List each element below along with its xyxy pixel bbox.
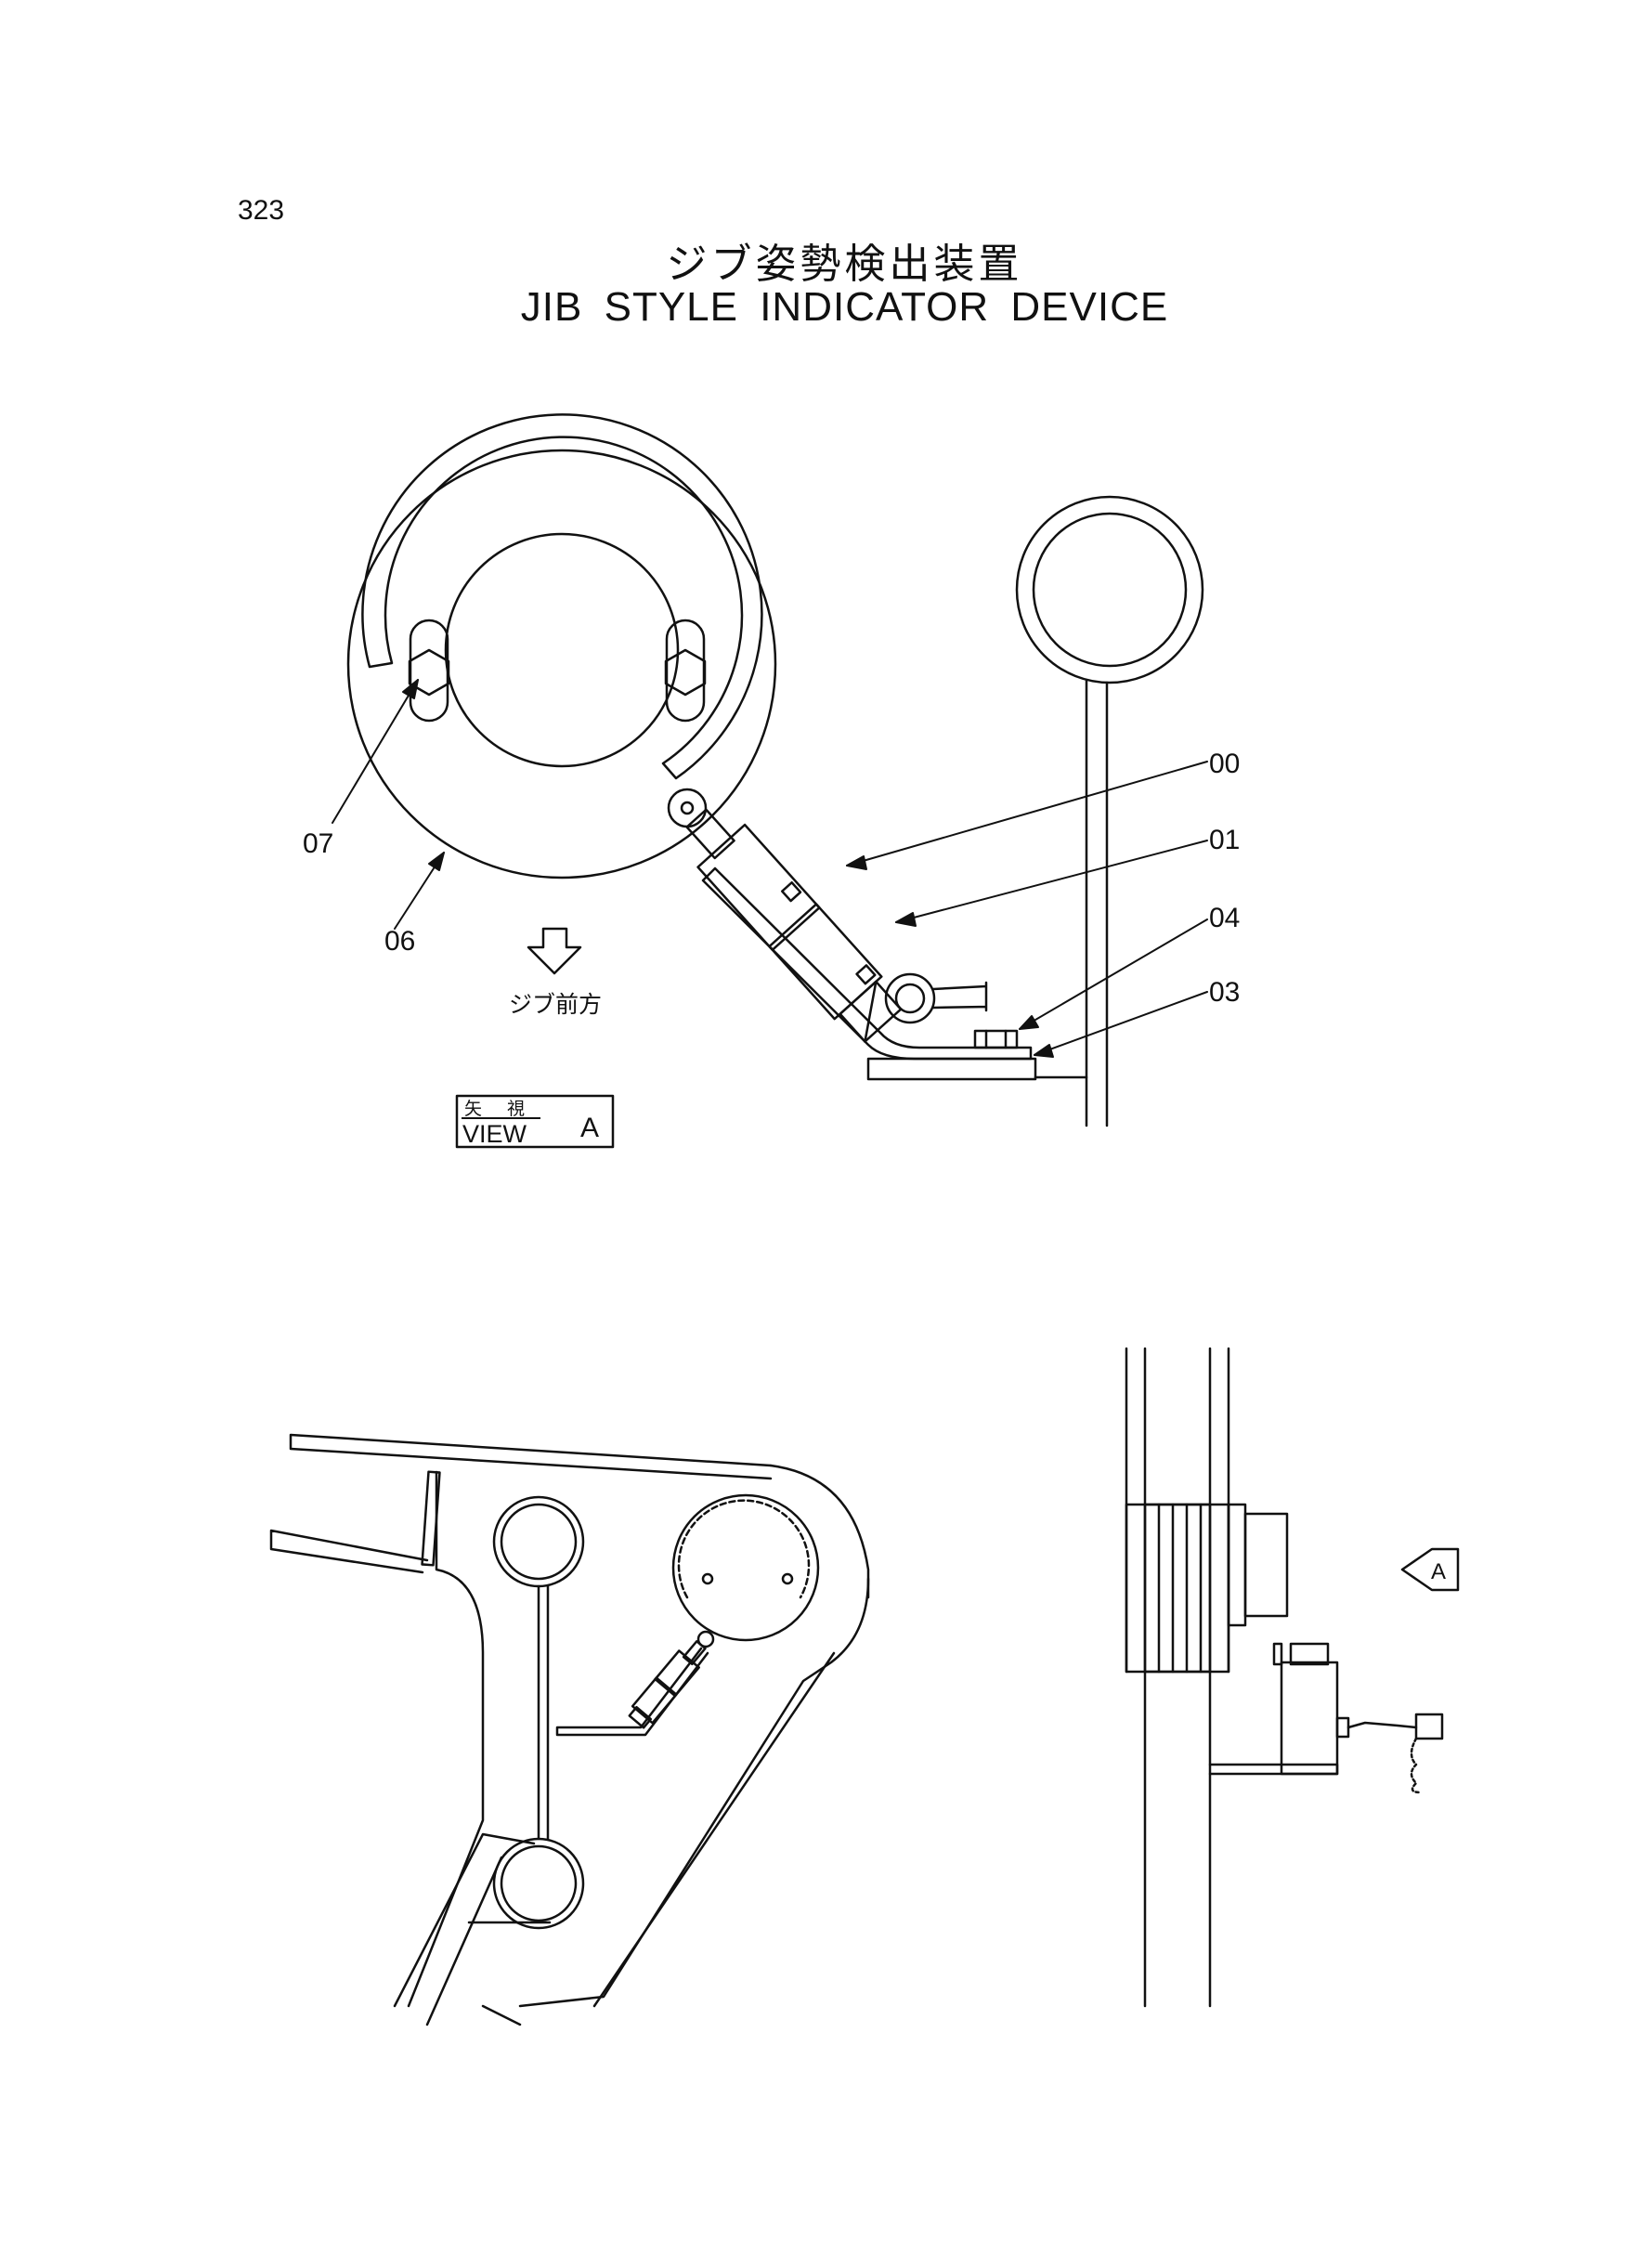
cable-gland [884,972,936,1024]
cable [931,981,988,1012]
jib-forward-arrow [527,927,582,975]
page-title-english: JIB STYLE INDICATOR DEVICE [520,284,1169,330]
leader-04 [1019,919,1208,1030]
page-title-japanese: ジブ姿勢検出装置 [666,241,1023,288]
bolt-left [408,619,450,723]
leader-07 [332,679,419,824]
disc-bore [444,532,680,768]
bolt-right [664,619,707,723]
base-plate [866,1057,1037,1081]
pin-hole-lower [492,1837,585,1930]
view-a-drawing [332,413,1208,1149]
side-disc-flange [1227,1503,1247,1627]
label-06: 06 [384,926,415,957]
jib-tube-outer [1015,495,1204,684]
overall-jib-view [269,1433,870,2026]
view-a-box [455,1094,615,1149]
nut [973,1029,1019,1049]
side-switch [1280,1661,1339,1776]
boom-contour [407,1470,485,2008]
view-a-marker-arrow [1400,1547,1460,1592]
detector-roller [667,788,708,828]
view-a-jp-char-2: 視 [507,1099,525,1119]
jib-forward-label: ジブ前方 [509,991,602,1018]
jib-tube-inner [1032,512,1188,668]
side-view-marker-letter: A [1431,1559,1446,1584]
leader-00 [846,761,1208,866]
side-view-drawing [1125,1347,1460,2008]
limit-switch [685,808,903,1043]
view-a-letter: A [580,1113,599,1143]
detector-disc-small [671,1493,820,1642]
top-chord [289,1433,773,1480]
label-03: 03 [1209,977,1240,1008]
label-07: 07 [303,828,333,859]
side-cable [1346,1721,1418,1729]
label-04: 04 [1209,903,1240,933]
pin-hole-upper [492,1495,585,1588]
page-number: 323 [238,195,285,226]
label-01: 01 [1209,825,1240,855]
view-a-word: VIEW [462,1120,527,1148]
leader-01 [895,840,1208,923]
cam-groove [361,413,763,780]
detector-disc [346,449,777,879]
view-a-jp-char-1: 矢 [464,1099,482,1119]
label-00: 00 [1209,749,1240,779]
leader-03 [1034,991,1208,1056]
